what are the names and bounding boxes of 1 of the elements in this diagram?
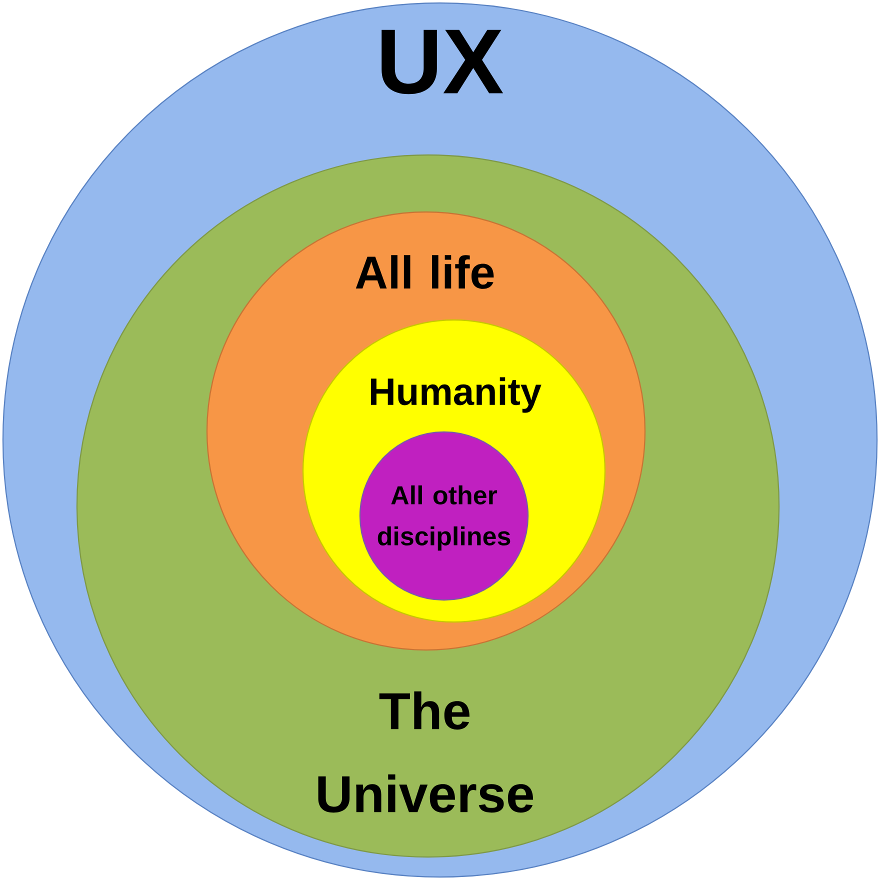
circle-region: All other disciplines bbox=[359, 431, 529, 601]
